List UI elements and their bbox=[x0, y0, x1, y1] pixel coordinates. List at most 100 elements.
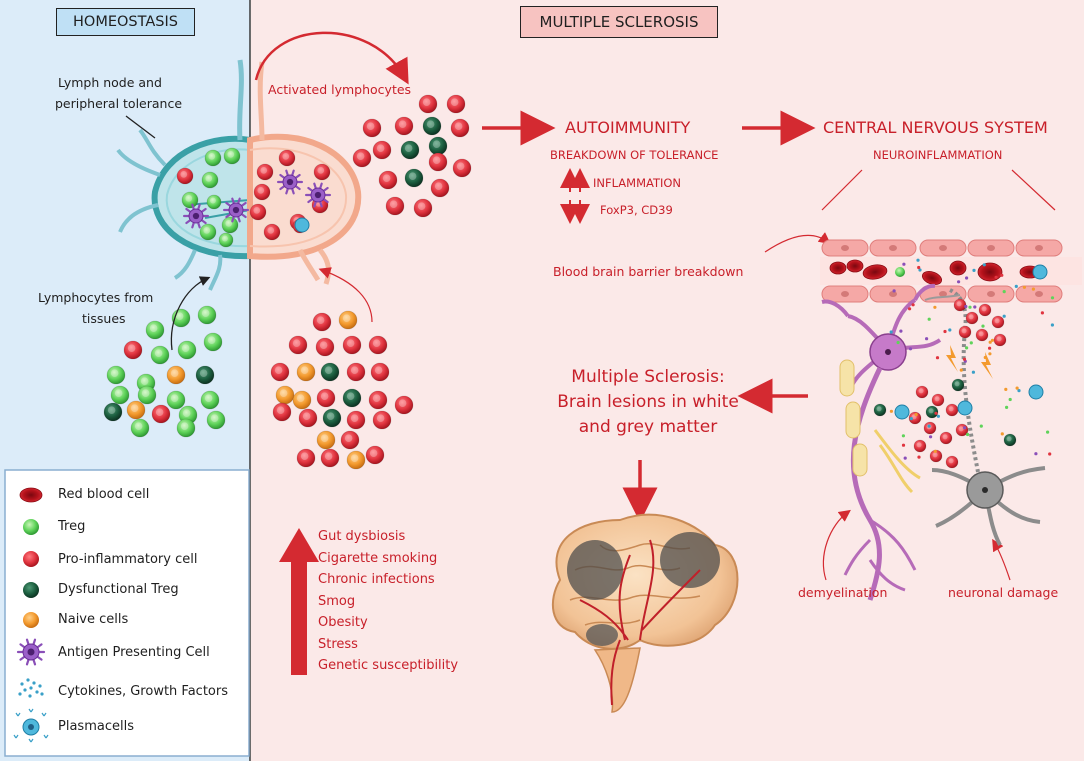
homeostasis-title: HOMEOSTASIS bbox=[56, 8, 195, 36]
risk-factor-item: Gut dysbiosis bbox=[318, 529, 406, 544]
pro-inflammatory-cell bbox=[272, 402, 292, 422]
pro-inflammatory-cell bbox=[342, 335, 362, 355]
treg-cell bbox=[110, 385, 130, 405]
dysfunctional-treg-cell bbox=[195, 365, 215, 385]
neuronal-damage-label: neuronal damage bbox=[948, 585, 1059, 600]
cytokines-icon bbox=[18, 678, 44, 698]
naive-cell bbox=[292, 390, 312, 410]
pro-inflammatory-cell bbox=[151, 404, 171, 424]
treg-cell bbox=[176, 418, 196, 438]
dysfunctional-treg-cell bbox=[951, 378, 965, 392]
cns-cytokines bbox=[889, 258, 1055, 460]
red-blood-cell bbox=[977, 262, 1003, 282]
pro-inflammatory-cell bbox=[123, 340, 143, 360]
pro-inflammatory-cell bbox=[394, 395, 414, 415]
apc-cell bbox=[183, 203, 209, 229]
damaged-neuron bbox=[924, 288, 1046, 546]
pro-inflammatory-cell bbox=[313, 163, 331, 181]
lymph-node-pointer bbox=[125, 115, 156, 139]
pro-inflammatory-cell bbox=[908, 411, 922, 425]
treg-cell bbox=[137, 385, 157, 405]
apc-cell bbox=[277, 169, 303, 195]
treg-cell bbox=[223, 147, 241, 165]
risk-factor-item: Chronic infections bbox=[318, 572, 435, 587]
dysfunctional-treg-cell bbox=[400, 140, 420, 160]
demyelination-pointer bbox=[822, 509, 851, 581]
dysfunctional-treg-cell bbox=[873, 403, 887, 417]
lesion-3 bbox=[586, 624, 618, 646]
naive-cell bbox=[166, 365, 186, 385]
risk-factor-item: Obesity bbox=[318, 615, 368, 630]
treg-cell bbox=[150, 345, 170, 365]
dysfunctional-treg-cell bbox=[320, 362, 340, 382]
pro-inflammatory-cell bbox=[430, 178, 450, 198]
risk-factor-item: Genetic susceptibility bbox=[318, 658, 459, 673]
treg-cell bbox=[166, 390, 186, 410]
plasmacell bbox=[294, 217, 310, 233]
cns-label: CENTRAL NERVOUS SYSTEM bbox=[823, 118, 1048, 137]
risk-factor-item: Stress bbox=[318, 636, 358, 652]
pro-inflammatory-cell bbox=[352, 148, 372, 168]
red-blood-cell bbox=[829, 261, 847, 275]
demyelination-label: demyelination bbox=[798, 585, 888, 600]
dysfunctional-treg-cell bbox=[342, 388, 362, 408]
legend-icons bbox=[13, 487, 49, 743]
lesion-2 bbox=[660, 532, 720, 588]
pro-inflammatory-cell bbox=[368, 390, 388, 410]
treg-cell bbox=[221, 216, 239, 234]
pro-inflammatory-cell bbox=[975, 328, 989, 342]
cns-infiltrating-cells bbox=[873, 298, 1044, 469]
tissue-lymphocyte-cluster bbox=[103, 305, 226, 438]
legend-label: Pro-inflammatory cell bbox=[58, 552, 198, 567]
antigen-presenting-cells bbox=[183, 169, 331, 229]
pro-inflammatory-cell bbox=[372, 140, 392, 160]
treg-cell bbox=[177, 340, 197, 360]
pro-inflammatory-cell bbox=[923, 421, 937, 435]
pro-inflammatory-cell bbox=[320, 448, 340, 468]
red-blood-cell bbox=[862, 264, 888, 280]
pro-inflammatory-cell bbox=[372, 410, 392, 430]
pro-inflammatory-cell bbox=[978, 303, 992, 317]
red-blood-cell bbox=[949, 260, 967, 276]
pro-inflammatory-cell bbox=[315, 337, 335, 357]
pro-inflammatory-cell bbox=[346, 410, 366, 430]
ms-lesions-line-1: Multiple Sclerosis: bbox=[571, 367, 725, 387]
pro-inflammatory-cell bbox=[249, 203, 267, 221]
tissue-to-node-arrow bbox=[170, 276, 211, 351]
pro-inflammatory-cell bbox=[346, 362, 366, 382]
recruited-lymphocyte-cluster bbox=[270, 310, 414, 470]
activated-lymphocyte-cluster bbox=[352, 94, 472, 218]
legend-label: Antigen Presenting Cell bbox=[58, 645, 210, 660]
pro-inflammatory-cell bbox=[413, 198, 433, 218]
legend-label: Treg bbox=[58, 519, 86, 534]
pro-inflammatory-cell bbox=[939, 431, 953, 445]
pro-inflammatory-cell bbox=[965, 311, 979, 325]
pro-inflammatory-cell bbox=[368, 335, 388, 355]
treg-cell bbox=[206, 410, 226, 430]
lymph-node-label-1: Lymph node and bbox=[58, 75, 162, 90]
ms-lesions-line-2: Brain lesions in white bbox=[557, 392, 739, 412]
treg-cell bbox=[106, 365, 126, 385]
dysfunctional-treg-cell bbox=[322, 408, 342, 428]
pro-inflammatory-cell bbox=[362, 118, 382, 138]
treg-cell bbox=[895, 267, 905, 277]
naive-cell bbox=[316, 430, 336, 450]
pro-inflammatory-cell bbox=[298, 408, 318, 428]
legend-label: Red blood cell bbox=[58, 487, 150, 502]
treg-cell bbox=[204, 149, 222, 167]
pro-inflammatory-cell bbox=[370, 362, 390, 382]
treg-cell bbox=[199, 223, 217, 241]
increase-arrows-icon bbox=[560, 168, 590, 192]
bbb-pointer bbox=[764, 232, 831, 253]
ms-lesions-line-3: and grey matter bbox=[578, 417, 718, 437]
foxp3-label: FoxP3, CD39 bbox=[600, 203, 673, 217]
brain-illustration bbox=[552, 513, 739, 713]
pro-inflammatory-cell bbox=[312, 312, 332, 332]
plasmacell-icon bbox=[13, 708, 49, 743]
treg-cell bbox=[200, 390, 220, 410]
plasmacell bbox=[1032, 264, 1048, 280]
red-blood-cell-icon bbox=[19, 487, 43, 503]
plasmacell bbox=[957, 400, 973, 416]
